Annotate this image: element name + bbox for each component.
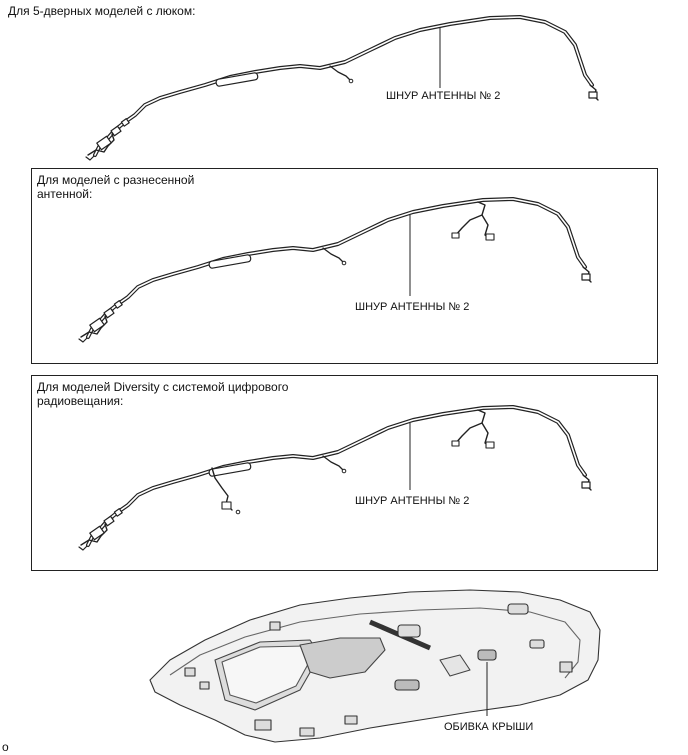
section-1-callout: ШНУР АНТЕННЫ № 2 [386,90,501,102]
antenna-cable-1-drawing [84,15,600,162]
section-3-callout: ШНУР АНТЕННЫ № 2 [355,495,470,507]
section-1-caption: Для 5-дверных моделей с люком: [8,4,196,18]
section-3-frame [31,375,658,571]
section-3-caption: Для моделей Diversity с системой цифрово… [37,380,289,408]
section-2-caption: Для моделей с разнесенной антенной: [37,173,195,201]
corner-mark: o [2,740,9,754]
section-2-frame [31,168,658,364]
antenna-cable-2-drawing [77,197,593,344]
headliner-callout: ОБИВКА КРЫШИ [444,721,534,733]
antenna-cable-3-drawing [77,405,593,552]
roof-headliner-drawing [149,589,601,743]
section-2-callout: ШНУР АНТЕННЫ № 2 [355,301,470,313]
